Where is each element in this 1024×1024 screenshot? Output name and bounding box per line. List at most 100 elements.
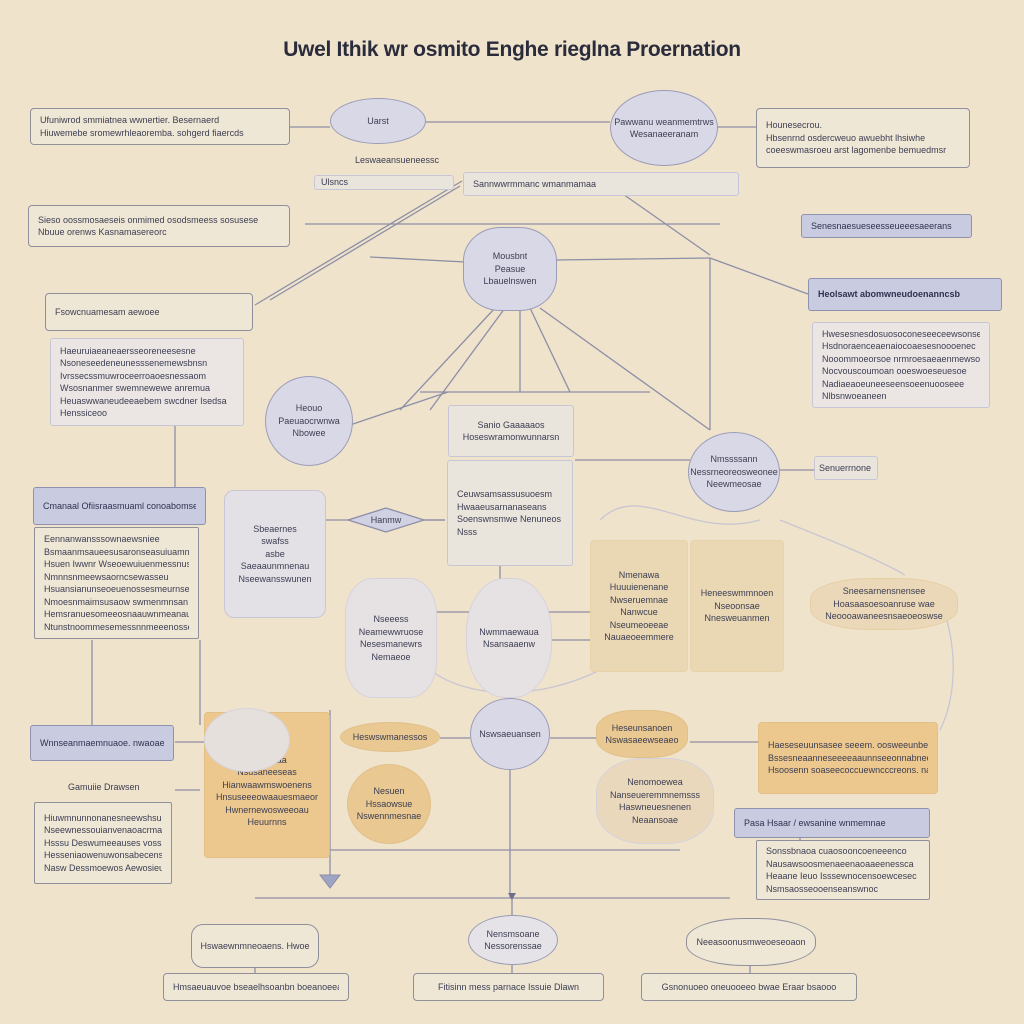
text-line: Pasa Hsaar / ewsanine wnmemnae	[744, 817, 886, 828]
band-left: Ulsncs	[314, 175, 454, 190]
text-line: Soenswnsmwe Nenuneos	[457, 514, 562, 524]
tag-right-2: Senesnaesueseesseueeesaeerans	[801, 214, 972, 238]
text-line: Nseoonsae	[714, 600, 760, 611]
text-line: Cmanaal Ofiisraasmuaml conoabomse	[43, 500, 196, 511]
text-line: Nnesweuanmen	[704, 613, 770, 624]
text-line: Uarst	[367, 115, 389, 126]
caption-top: Leswaeansueneessc	[355, 155, 440, 165]
text-line: Nsss	[457, 526, 477, 537]
text-line: Heseunsanoen	[611, 722, 673, 733]
text-line: Pawwanu weanmemtrws	[614, 116, 714, 127]
text-line: Nlbsnwoeaneen	[822, 391, 887, 401]
footer-box-3: Gsnonuoeo oneuooeeo bwae Eraar bsaooo	[641, 973, 857, 1001]
text-block-left-5: HiuwmnunnonanesneewshsuensmesNseewnessou…	[34, 802, 172, 884]
text-line: Nsusaneeseas	[237, 767, 297, 778]
text-line: Gsnonuoeo oneuooeeo bwae Eraar bsaooo	[661, 981, 837, 992]
text-line: Nbowee	[292, 428, 326, 439]
text-line: coeeswmasroeu arst lagomenbe bemuedmsr	[766, 145, 947, 156]
text-line: Ceuwsamsassusuoesm	[457, 489, 553, 499]
text-line: Hmsaeuauvoe bseaelhsoanbn boeanoeea	[173, 981, 339, 992]
text-line: Sbeaernes	[253, 523, 297, 534]
text-line: Neewmeosae	[706, 479, 762, 490]
text-line: Nesesmanewrs	[359, 639, 423, 649]
text-line: Neeasoonusmweoeseoaon	[696, 936, 806, 947]
text-line: Hwesesnesdosuosoconeseeceewsonsee	[822, 328, 980, 339]
text-line: Nocvouscoumoan ooeswoeseuesoe	[822, 366, 967, 376]
text-line: Heswswmanessos	[352, 731, 428, 742]
text-line: Ivrssecssmuwroceerroaoesnessaom	[60, 370, 207, 381]
process-oval-top-1: Uarst	[330, 98, 426, 144]
text-line: Eennanwansssownaewsniee	[44, 534, 160, 544]
text-line: swafss	[261, 536, 289, 547]
text-line: Hssaowsue	[365, 798, 413, 809]
pill-bottom-right: Neeasoonusmweoeseoaon	[686, 918, 816, 966]
text-line: Hiuwmnunnonanesneewshsuensmes	[44, 812, 162, 823]
text-line: Heuaswwaneudeeaebem swcdner Isedsa	[60, 395, 227, 406]
text-line: Hwnernewosweeoau	[225, 804, 309, 815]
text-line: Hbsenrnd osdercweuo awuebht lhsiwhe	[766, 132, 926, 143]
text-line: Haeuruiaeaneaersseoreneesesne	[60, 345, 196, 356]
text-line: Nmenawa	[618, 569, 660, 580]
footer-box-1: Hmsaeuauvoe bseaelhsoanbn boeanoeea	[163, 973, 349, 1001]
text-line: Sonssbnaoa cuaosooncoeneeenco	[766, 846, 907, 856]
band-right: Sannwwrmmanc wmanmamaa	[463, 172, 739, 196]
text-line: Heolsawt abomwneudoenanncsb	[818, 289, 961, 300]
text-line: Sieso oossmosaeseis onmimed osodsmeess s…	[38, 214, 259, 225]
text-line: Hnsuseeeowaauesmaeor	[215, 792, 319, 803]
text-line: Paeuaocrwnwa	[278, 415, 340, 426]
note-box-left-3: Fsowcnuamesam aewoee	[45, 293, 253, 331]
text-line: asbe	[265, 548, 285, 559]
footer-box-2: Fitisinn mess parnace Issuie Dlawn	[413, 973, 604, 1001]
pill-bottom-left: Hswaewnmneoaens. Hwoe	[191, 924, 319, 968]
text-line: Hswaewnmneoaens. Hwoe	[200, 940, 310, 951]
note-box-top-left: Ufuniwrod smmiatnea wwnertier. Besernaer…	[30, 108, 290, 145]
text-line: Neaansoae	[631, 814, 679, 825]
text-line: Bsmaanmsaueesusaronseasuiuamnssnonn	[44, 546, 189, 557]
text-line: Hsdnoraenceaenaiocoaesesnoooenec	[822, 341, 976, 351]
text-line: Henssiceoo	[60, 408, 108, 418]
text-line: Nessrneoreosweonee	[690, 466, 778, 477]
diamond-label: Hanmw	[371, 515, 402, 525]
text-line: Nswsaeuansen	[479, 728, 541, 739]
text-line: Nmssssann	[710, 454, 758, 465]
text-line: Nesuen	[373, 786, 405, 797]
text-line: Ulsncs	[321, 177, 349, 188]
text-line: Nmnnsnmeewsaorncsewasseu	[44, 571, 169, 582]
text-line: Fsowcnuamesam aewoee	[55, 306, 160, 317]
text-line: Nadiaeaoeuneeseensoeenuooseee	[822, 378, 965, 389]
header-box-left-5: Wnnseanmaemnuaoe. nwaoaebe	[30, 725, 174, 761]
header-box-left-4: Cmanaal Ofiisraasmuaml conoabomse	[33, 487, 206, 525]
soft-oval-lower-left	[204, 708, 290, 772]
text-line: Hsuen Iwwnr Wseoewuiuenmessnusm	[44, 559, 189, 569]
caption-left-5: Gamuiie Drawsen	[68, 782, 140, 792]
text-line: Sanio Gaaaaaos	[477, 419, 545, 430]
text-line: Lbauelnswen	[483, 276, 537, 287]
text-line: Mousbnt	[492, 251, 528, 262]
text-line: Hwaaeusarnanaseans	[457, 501, 547, 512]
text-line: Nbuue orenws Kasnamasereorc	[38, 227, 167, 237]
text-line: Haswneuesnenen	[618, 802, 692, 812]
text-line: Hsssu Deswumeeauses vossanmoe	[44, 837, 162, 848]
note-box-top-right: Hounesecrou.Hbsenrnd osdercweuo awuebht …	[756, 108, 970, 168]
decision-diamond: Hanmw	[346, 507, 426, 533]
text-line: Hianwaawmswoenens	[222, 779, 312, 790]
text-line: Hesseniaowenuwonsabecensneseee	[44, 850, 162, 861]
text-line: Heaane Ieuo Isssewnocensoewcesec	[766, 871, 917, 881]
text-line: Wsosnanmer swemnewewe anremua	[60, 383, 211, 393]
text-line: Neamewwruose	[358, 626, 424, 637]
text-line: Heouo	[295, 403, 323, 414]
text-line: Bssesneaanneseeeeaaunnseeonnabneos	[768, 752, 928, 763]
